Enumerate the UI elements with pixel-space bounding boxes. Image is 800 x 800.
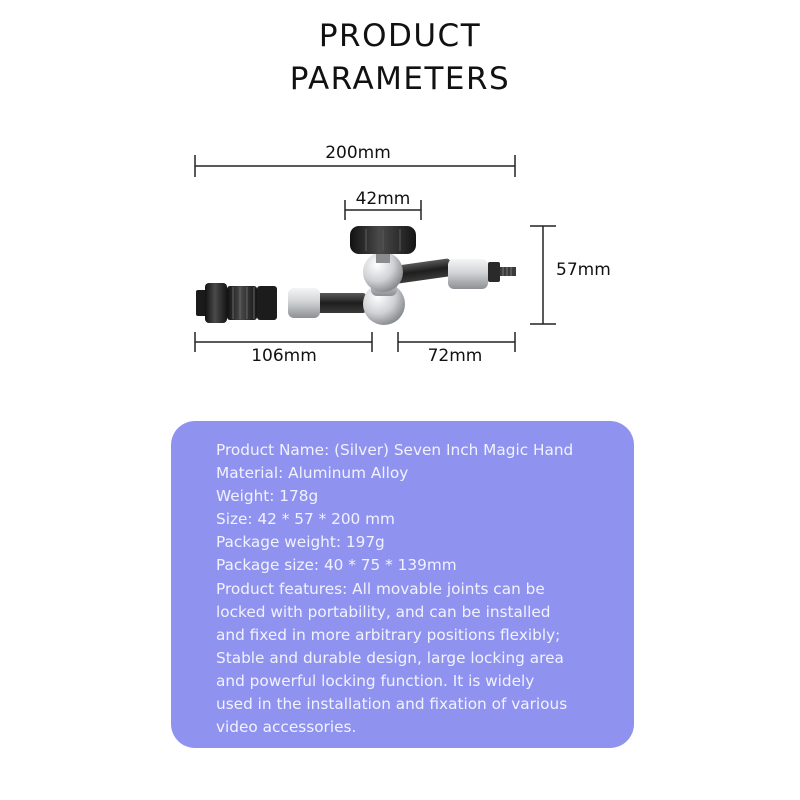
magic-arm-illustration xyxy=(196,226,516,325)
knob-width-label: 42mm xyxy=(356,189,411,209)
left-arm-label: 106mm xyxy=(251,346,317,366)
left-arm-rod xyxy=(316,293,366,313)
spec-line: Material: Aluminum Alloy xyxy=(216,464,409,483)
spec-panel: Product Name: (Silver) Seven Inch Magic … xyxy=(171,421,634,748)
right-collar xyxy=(448,259,488,289)
spec-line: and powerful locking function. It is wid… xyxy=(216,671,535,690)
spec-list: Product Name: (Silver) Seven Inch Magic … xyxy=(216,439,616,739)
title-line-2: PARAMETERS xyxy=(289,61,511,97)
right-arm-rod xyxy=(394,258,452,284)
spec-line: used in the installation and fixation of… xyxy=(216,695,568,714)
title-line-1: PRODUCT xyxy=(318,18,482,54)
upper-joint-ball xyxy=(363,252,403,292)
hot-shoe-mount xyxy=(196,283,277,323)
total-length-dimension: 200mm xyxy=(194,143,516,177)
spec-line: Stable and durable design, large locking… xyxy=(216,648,564,667)
height-label: 57mm xyxy=(556,260,611,280)
spec-line: Size: 42 * 57 * 200 mm xyxy=(216,510,395,529)
spec-line: Package size: 40 * 75 * 139mm xyxy=(216,556,457,575)
spec-line: Product features: All movable joints can… xyxy=(216,579,545,598)
spec-line: and fixed in more arbitrary positions fl… xyxy=(216,625,561,644)
right-arm-label: 72mm xyxy=(428,346,483,366)
left-arm-dimension: 106mm xyxy=(194,332,373,366)
spec-line: Package weight: 197g xyxy=(216,533,385,552)
screw-thread xyxy=(500,267,516,276)
spec-line: locked with portability, and can be inst… xyxy=(216,602,551,621)
product-dimension-diagram: 200mm 42mm 57mm 106mm 72mm xyxy=(194,143,611,366)
right-arm-dimension: 72mm xyxy=(397,332,516,366)
spec-line: video accessories. xyxy=(216,718,357,737)
height-dimension: 57mm xyxy=(530,225,611,325)
screw-mount-base xyxy=(488,262,500,282)
spec-line: Weight: 178g xyxy=(216,487,319,506)
total-length-label: 200mm xyxy=(325,143,391,163)
spec-line: Product Name: (Silver) Seven Inch Magic … xyxy=(216,441,574,459)
knob-width-dimension: 42mm xyxy=(344,189,422,220)
left-collar xyxy=(288,288,320,318)
